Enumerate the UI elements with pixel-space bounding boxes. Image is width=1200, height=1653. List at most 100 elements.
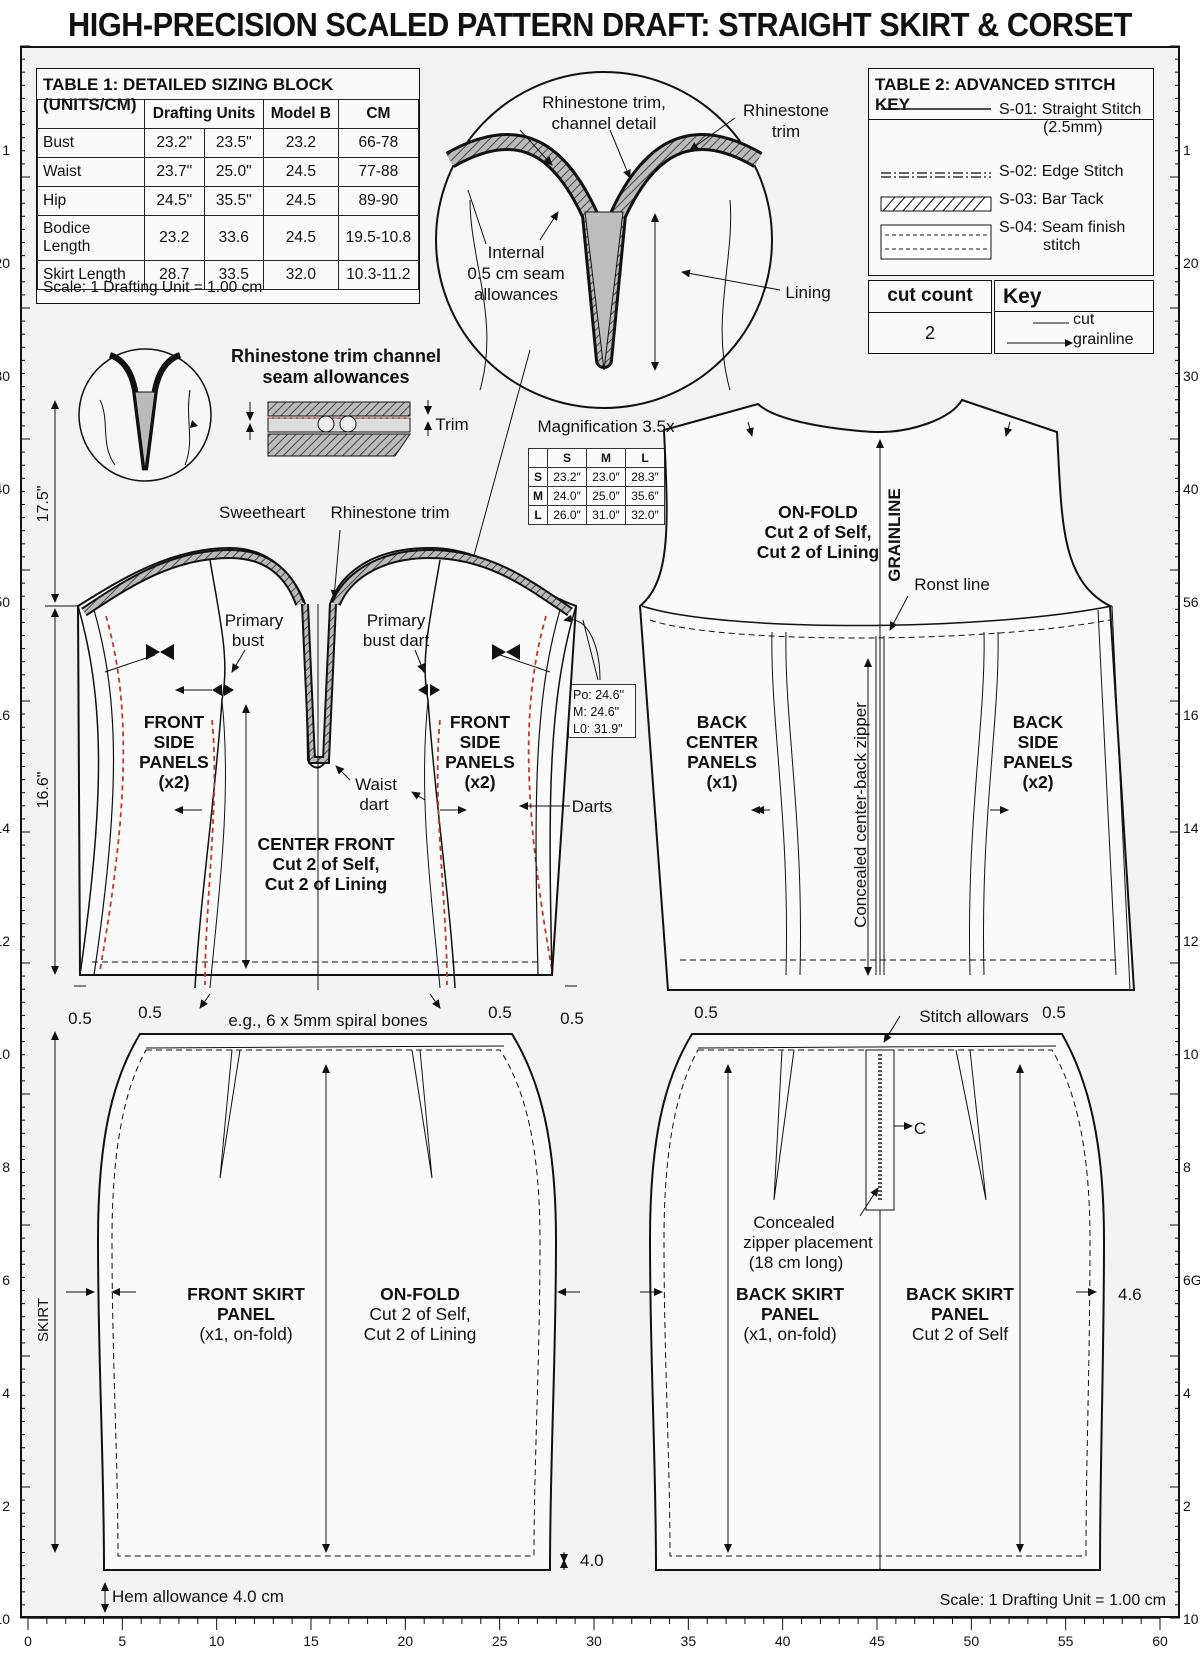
ruler-label: 55 [1058,1633,1074,1649]
size-cell: 32.0″ [625,505,665,525]
stitch-item-s04: S-04: Seam finish stitch [999,219,1125,255]
cut-count-value: 2 [924,323,935,343]
ruler-label: 14 [0,820,10,836]
sizing-header-model: Model B [263,99,339,129]
sizing-cell: 28.7 [144,260,205,290]
stitch-swatches [880,108,992,260]
cut-count-box: cut count 2 [868,280,992,354]
stitch-item-s01: S-01: Straight Stitch (2.5mm) [999,101,1141,137]
sizing-scale-note: Scale: 1 Drafting Unit = 1.00 cm [43,279,263,296]
ruler-label: 6 [2,1272,10,1288]
stitch-item-s02: S-02: Edge Stitch [999,163,1124,180]
sizing-cell: 32.0 [263,260,339,290]
sizing-cell: 33.6 [203,215,264,261]
ruler-label: 12 [1183,933,1199,949]
key-box: Key cut grainline [994,280,1154,354]
ruler-label: 5 [118,1633,126,1649]
sizing-cell: Waist [37,157,145,187]
measure-line: Po: 24.6" [573,688,625,702]
sizing-cell: 35.5" [203,186,264,216]
ruler-label: 6G [1183,1272,1200,1288]
ruler-label: 14 [1183,820,1199,836]
size-cell: 23.2″ [547,467,587,487]
measure-box: Po: 24.6" M: 24.6" L0: 31.9" [568,684,636,738]
sizing-table: TABLE 1: DETAILED SIZING BLOCK (UNITS/CM… [36,68,420,304]
measure-line: L0: 31.9" [573,722,623,736]
size-cell: M [528,486,548,506]
stitch-item-s03: S-03: Bar Tack [999,191,1104,208]
key-symbols [1007,322,1073,347]
ruler-label: 8 [2,1159,10,1175]
table-row: Bust 23.2" 23.5" 23.2 66-78 [37,128,420,158]
ruler-label: 2 [2,1498,10,1514]
ruler-label: 45 [869,1633,885,1649]
size-cell: 25.0″ [586,486,626,506]
ruler-label: 50 [0,594,10,610]
table-row: Hip 24.5" 35.5" 24.5 89-90 [37,186,420,216]
ruler-label: 20 [0,255,10,271]
stitch-key-table: TABLE 2: ADVANCED STITCH KEY S-01: Strai… [868,68,1154,276]
ruler-label: 16 [0,707,10,723]
size-cell: 24.0″ [547,486,587,506]
ruler-label: 10 [209,1633,225,1649]
sizing-cell: Bust [37,128,145,158]
stitch-label-sub: stitch [1043,237,1081,254]
ruler-label: 50 [964,1633,980,1649]
sizing-cell: 24.5 [263,186,339,216]
sizing-cell: 66-78 [337,128,420,158]
sizing-cell: Bodice Length [37,215,145,261]
ruler-label: 10 [1183,1046,1199,1062]
ruler-label: 4 [1183,1385,1191,1401]
sizing-cell: 24.5 [263,215,339,261]
ruler-label: 20 [1183,255,1199,271]
table-row: Bodice Length 23.2 33.6 24.5 19.5-10.8 [37,215,420,261]
table-row: Waist 23.7" 25.0" 24.5 77-88 [37,157,420,187]
size-cell: 23.0″ [586,467,626,487]
seam-finish-swatch [880,224,992,260]
ruler-label: 35 [681,1633,697,1649]
ruler-label: 2 [1183,1498,1191,1514]
ruler-label: 1 [2,142,10,158]
stitch-label-sub: (2.5mm) [1043,119,1103,136]
size-header: S [547,448,587,468]
sizing-cell: 10.3-11.2 [337,260,420,290]
size-cell: 26.0″ [547,505,587,525]
ruler-label: 30 [586,1633,602,1649]
size-header [528,448,548,468]
ruler-label: 40 [1183,481,1199,497]
size-cell: L [528,505,548,525]
ruler-label: 40 [0,481,10,497]
edge-stitch-swatch [881,172,991,178]
sizing-cell: 89-90 [337,186,420,216]
cut-count-label: cut count [869,281,991,313]
ruler-label: 0 [24,1633,32,1649]
size-cell: 35.6″ [625,486,665,506]
size-cell: S [528,467,548,487]
sizing-header-units: Drafting Units [144,99,264,129]
arrowhead-icon [1065,339,1073,347]
sizing-cell: 23.7" [144,157,205,187]
ruler-label: 25 [492,1633,508,1649]
ruler-label: 1 [1183,142,1191,158]
key-title: Key [995,281,1153,312]
table-row: Skirt Length 28.7 33.5 32.0 10.3-11.2 [37,260,420,290]
ruler-label: 10 [1183,1611,1199,1627]
ruler-label: 40 [775,1633,791,1649]
ruler-label: 10 [0,1046,10,1062]
ruler-label: 15 [303,1633,319,1649]
stitch-label: S-04: Seam finish [999,219,1126,236]
sizing-header-cm: CM [337,99,420,129]
sizing-cell: 19.5-10.8 [337,215,420,261]
bar-tack-swatch [880,196,992,212]
sizing-cell: 23.2 [144,215,205,261]
table-row: S 23.2″ 23.0″ 28.3″ [528,467,665,487]
sizing-header-blank [37,99,145,129]
ruler-label: 12 [0,933,10,949]
sizing-cell: 77-88 [337,157,420,187]
ruler-label: 4 [2,1385,10,1401]
size-cell: 28.3″ [625,467,665,487]
ruler-label: 60 [1152,1633,1168,1649]
measure-line: M: 24.6" [573,705,620,719]
size-grade-table: S M L S 23.2″ 23.0″ 28.3″ M 24.0″ 25.0″ … [528,448,665,525]
